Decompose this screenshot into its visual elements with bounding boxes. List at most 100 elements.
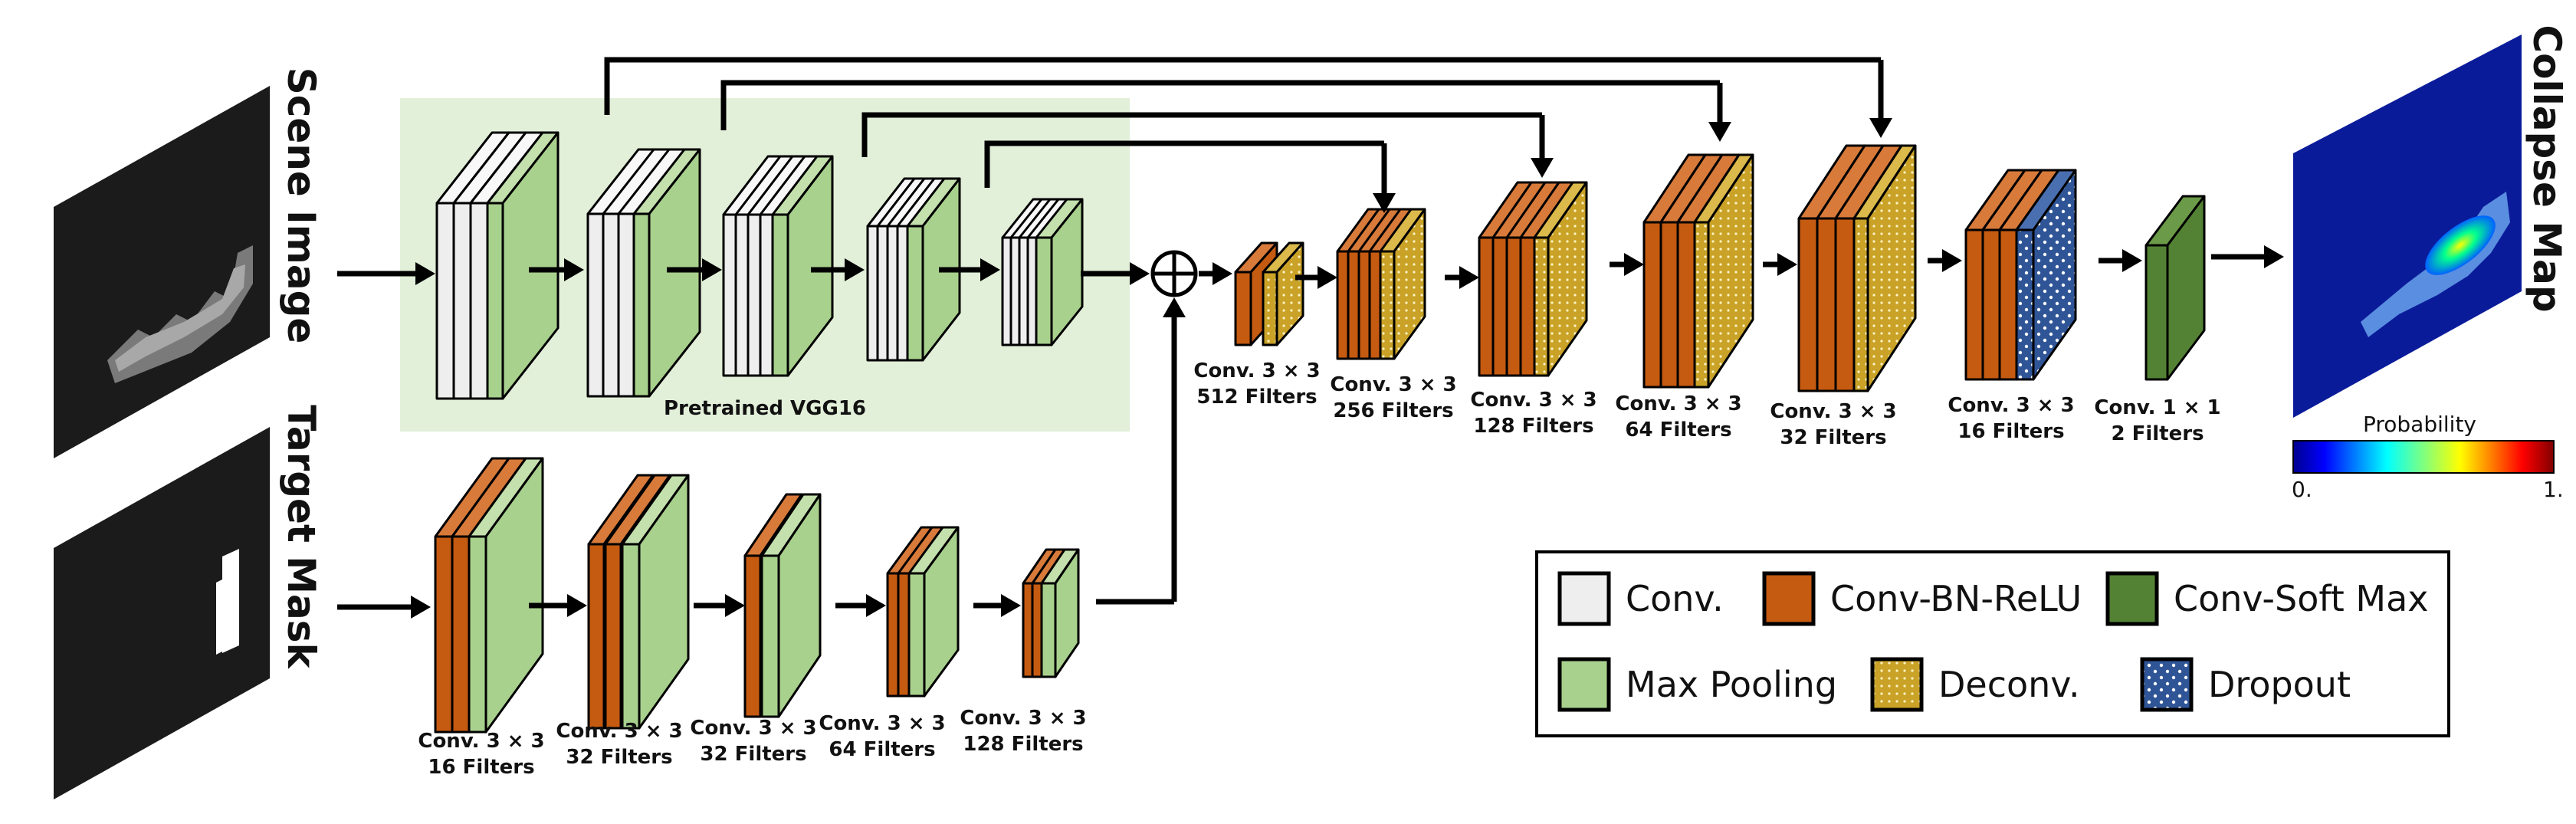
side-label-scene: Scene Image	[279, 67, 323, 344]
decoder-block-3-layer-5	[1533, 181, 1588, 377]
arrow-vgg-1	[529, 258, 584, 281]
arrow-dec-6	[2099, 249, 2142, 272]
decoder-stage-label-3-filters: 128 Filters	[1473, 415, 1593, 438]
decoder-stage-label-7-kernel: Conv. 1 × 1	[2094, 396, 2220, 419]
decoder-stage-label-7: Conv. 1 × 12 Filters	[2094, 396, 2220, 445]
arrow-vgg-to-sum	[1081, 262, 1150, 285]
arrow-dec-2	[1445, 266, 1479, 289]
decoder-stage-label-6-filters: 16 Filters	[1957, 420, 2064, 443]
legend-box	[1535, 550, 2450, 737]
sum-node	[1150, 250, 1198, 297]
legend-swatch-softmax	[2105, 571, 2159, 626]
skip-connection-4-head	[1373, 143, 1396, 213]
skip-connection-3-head	[1531, 115, 1554, 178]
legend-swatch-cbr	[1762, 571, 1816, 626]
legend-item-cbr: Conv-BN-ReLU	[1762, 571, 2082, 626]
vgg-block-1-layer-4	[486, 131, 560, 400]
decoder-stage-label-2-kernel: Conv. 3 × 3	[1330, 373, 1456, 396]
mask-stage-label-4: Conv. 3 × 3 64 Filters	[819, 712, 945, 761]
arrow-dec-4	[1763, 253, 1797, 276]
decoder-block-1-layer-2	[1262, 241, 1304, 346]
legend-label-pool: Max Pooling	[1626, 664, 1837, 705]
decoder-stage-label-4-filters: 64 Filters	[1625, 419, 1731, 442]
mask-stage-label-5-filters: 128 Filters	[963, 733, 1083, 756]
legend-item-conv: Conv.	[1557, 571, 1724, 626]
mask-stage-label-2-filters: 32 Filters	[566, 746, 672, 769]
skip-connection-2-head	[1708, 83, 1731, 142]
skip-connection-4	[984, 140, 1384, 188]
legend-label-softmax: Conv-Soft Max	[2174, 578, 2429, 619]
mask-stage-label-4-filters: 64 Filters	[829, 738, 935, 761]
vgg-block-5-layer-5	[1035, 198, 1084, 346]
vgg-label: Pretrained VGG16	[664, 397, 866, 420]
collapse-map-image	[2293, 34, 2522, 418]
legend-swatch-conv	[1557, 571, 1611, 626]
mask-stage-label-2: Conv. 3 × 332 Filters	[556, 720, 682, 769]
legend-label-dropout: Dropout	[2208, 664, 2351, 705]
decoder-stage-label-5-kernel: Conv. 3 × 3	[1770, 400, 1896, 423]
scene-image	[54, 86, 270, 458]
mask-stage-label-4-kernel: Conv. 3 × 3	[819, 712, 945, 735]
decoder-block-2-layer-5	[1379, 208, 1426, 360]
colorbar-title: Probability	[2363, 412, 2476, 437]
decoder-stage-label-5-filters: 32 Filters	[1780, 426, 1886, 449]
arrow-mask-to-sum-head	[1163, 297, 1186, 602]
decoder-stage-label-6: Conv. 3 × 3 16 Filters	[1948, 394, 2074, 443]
decoder-stage-label-2-filters: 256 Filters	[1333, 399, 1453, 422]
vgg-block-3-layer-5	[771, 155, 834, 377]
arrow-mask-4	[973, 594, 1021, 617]
arrow-mask-1	[529, 594, 587, 617]
network-layers	[434, 131, 2206, 734]
arrow-to-output	[2211, 245, 2284, 268]
mask-block-4-layer-3	[907, 526, 960, 698]
mask-stage-label-3: Conv. 3 × 3 32 Filters	[690, 717, 816, 766]
arrow-dec-1	[1295, 266, 1337, 289]
decoder-stage-label-1-kernel: Conv. 3 × 3	[1193, 359, 1320, 382]
colorbar-max: 1.	[2543, 477, 2564, 502]
decoder-block-4-layer-4	[1693, 153, 1754, 389]
skip-connection-2	[720, 80, 1720, 130]
legend-swatch-deconv	[1870, 657, 1924, 712]
arrow-sum-to-decoder	[1199, 262, 1232, 285]
mask-stage-label-1-filters: 16 Filters	[428, 756, 534, 779]
legend-item-deconv: Deconv.	[1870, 657, 2080, 712]
legend-item-dropout: Dropout	[2140, 657, 2351, 712]
mask-block-5-layer-3	[1040, 548, 1080, 678]
decoder-stage-label-1: Conv. 3 × 3 512 Filters	[1193, 359, 1320, 409]
side-label-output: Collapse Map	[2525, 25, 2569, 312]
legend-label-cbr: Conv-BN-ReLU	[1830, 578, 2082, 619]
decoder-stage-label-1-filters: 512 Filters	[1196, 386, 1317, 409]
decoder-stage-label-3: Conv. 3 × 3 128 Filters	[1470, 389, 1596, 438]
arrow-dec-3	[1610, 253, 1644, 276]
decoder-block-5-layer-4	[1852, 144, 1917, 392]
decoder-stage-label-4: Conv. 3 × 3 64 Filters	[1615, 392, 1741, 442]
arrow-vgg-2	[667, 258, 722, 281]
legend-item-pool: Max Pooling	[1557, 657, 1837, 712]
mask-stage-label-3-kernel: Conv. 3 × 3	[690, 717, 816, 740]
legend-swatch-dropout	[2140, 657, 2194, 712]
probability-colorbar: Probability 0. 1.	[2292, 412, 2564, 502]
decoder-block-7-layer-1	[2144, 195, 2206, 381]
decoder-block-6-layer-4	[2015, 169, 2077, 381]
arrow-mask-3	[835, 594, 886, 617]
target-mask-image	[54, 427, 270, 799]
mask-stage-label-1: Conv. 3 × 316 Filters	[418, 730, 544, 779]
arrow-vgg-3	[811, 258, 865, 281]
decoder-stage-label-4-kernel: Conv. 3 × 3	[1615, 392, 1741, 415]
skip-connection-1	[604, 57, 1881, 115]
arrow-vgg-4	[939, 258, 1000, 281]
decoder-stage-label-3-kernel: Conv. 3 × 3	[1470, 389, 1596, 412]
decoder-stage-label-6-kernel: Conv. 3 × 3	[1948, 394, 2074, 417]
vgg-block-2-layer-4	[632, 148, 701, 398]
mask-block-2-layer-3	[621, 474, 690, 730]
mask-stage-label-3-filters: 32 Filters	[700, 743, 806, 766]
decoder-stage-label-5: Conv. 3 × 3 32 Filters	[1770, 400, 1896, 449]
decoder-stage-label-2: Conv. 3 × 3 256 Filters	[1330, 373, 1456, 422]
arrow-mask-2	[694, 594, 745, 617]
arrow-dec-5	[1928, 249, 1962, 272]
skip-connection-1-head	[1869, 60, 1892, 138]
